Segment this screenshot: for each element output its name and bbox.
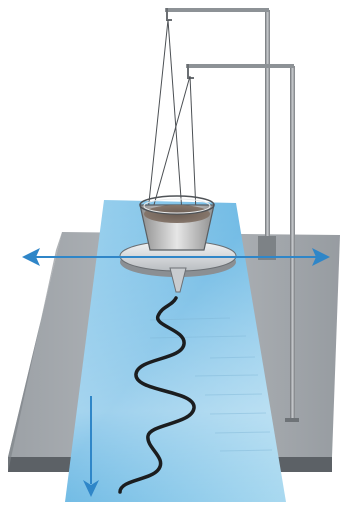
stand-front-foot <box>285 418 299 422</box>
stand-rear-rod <box>265 10 270 258</box>
stand-rear-arm <box>165 8 269 12</box>
stand-front-arm <box>186 64 294 68</box>
suspension-threads <box>148 20 196 212</box>
stand-front-rod <box>290 66 295 420</box>
